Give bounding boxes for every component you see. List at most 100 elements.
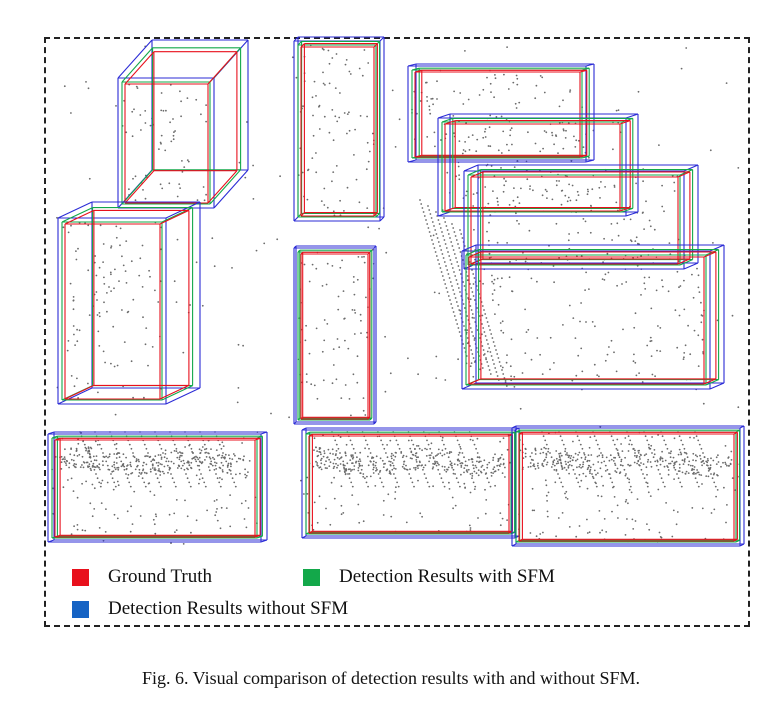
- point: [534, 468, 537, 470]
- point: [684, 458, 686, 460]
- point: [426, 100, 429, 102]
- point: [506, 354, 508, 356]
- point: [307, 168, 310, 171]
- point: [393, 473, 395, 475]
- point: [153, 523, 156, 526]
- point: [643, 454, 646, 457]
- point: [609, 454, 612, 457]
- point: [465, 194, 467, 197]
- point: [77, 442, 80, 445]
- point: [616, 467, 619, 470]
- legend-label-with-sfm: Detection Results with SFM: [339, 566, 555, 587]
- point: [553, 459, 556, 461]
- point: [442, 481, 444, 484]
- point: [565, 463, 567, 466]
- point: [98, 443, 101, 446]
- point: [535, 535, 538, 538]
- point: [650, 465, 653, 468]
- point: [65, 464, 68, 466]
- point: [476, 192, 478, 194]
- point: [174, 531, 176, 533]
- point: [722, 461, 724, 464]
- point: [644, 435, 647, 438]
- point: [388, 470, 391, 473]
- point: [578, 451, 581, 454]
- point: [350, 470, 352, 472]
- point: [616, 449, 619, 451]
- point: [578, 465, 581, 468]
- point: [127, 473, 130, 476]
- point: [550, 456, 553, 459]
- point: [116, 364, 119, 367]
- point: [382, 466, 385, 468]
- point: [204, 448, 206, 451]
- point: [231, 477, 234, 480]
- point: [524, 455, 527, 458]
- point: [569, 89, 572, 91]
- point: [472, 357, 475, 359]
- point: [448, 488, 451, 490]
- point: [331, 57, 334, 59]
- point: [643, 228, 645, 231]
- point: [242, 344, 245, 347]
- point: [595, 485, 598, 488]
- point: [696, 481, 699, 484]
- point: [143, 471, 146, 474]
- point: [316, 521, 319, 524]
- point: [457, 265, 460, 267]
- point: [588, 446, 591, 449]
- point: [730, 450, 733, 453]
- point: [65, 459, 68, 462]
- point: [201, 446, 204, 448]
- point: [495, 349, 497, 351]
- point: [529, 465, 532, 468]
- point: [582, 472, 585, 475]
- box-with-sfm-1: [297, 40, 381, 218]
- point: [579, 463, 581, 466]
- point: [677, 453, 680, 456]
- point: [322, 48, 325, 51]
- point: [560, 190, 563, 192]
- point: [340, 504, 343, 507]
- box-with-sfm-10: [515, 429, 741, 543]
- point: [65, 462, 67, 464]
- point: [484, 186, 487, 188]
- point: [73, 454, 76, 457]
- point: [676, 511, 679, 513]
- point: [483, 459, 486, 462]
- point: [464, 50, 466, 52]
- point: [496, 375, 499, 377]
- point: [164, 149, 167, 152]
- point: [645, 481, 648, 484]
- point: [134, 468, 137, 471]
- point: [601, 529, 604, 532]
- point: [698, 291, 701, 293]
- point: [445, 287, 448, 289]
- point: [213, 458, 216, 461]
- point: [145, 447, 148, 450]
- point: [482, 327, 485, 329]
- point: [472, 295, 475, 297]
- point: [414, 466, 417, 469]
- point: [409, 447, 412, 450]
- point: [724, 445, 727, 447]
- point: [426, 136, 429, 138]
- point: [475, 447, 477, 450]
- point: [366, 443, 369, 446]
- point: [695, 472, 697, 475]
- point: [624, 474, 627, 477]
- point: [568, 304, 571, 307]
- point: [533, 509, 536, 512]
- point: [431, 239, 433, 241]
- point: [344, 63, 347, 66]
- point: [180, 454, 183, 457]
- point: [398, 118, 401, 121]
- point: [552, 460, 555, 463]
- point: [617, 234, 620, 237]
- point: [587, 466, 590, 469]
- point: [462, 343, 465, 345]
- point: [219, 477, 221, 479]
- point: [446, 468, 449, 471]
- point: [453, 293, 456, 295]
- point: [222, 464, 225, 467]
